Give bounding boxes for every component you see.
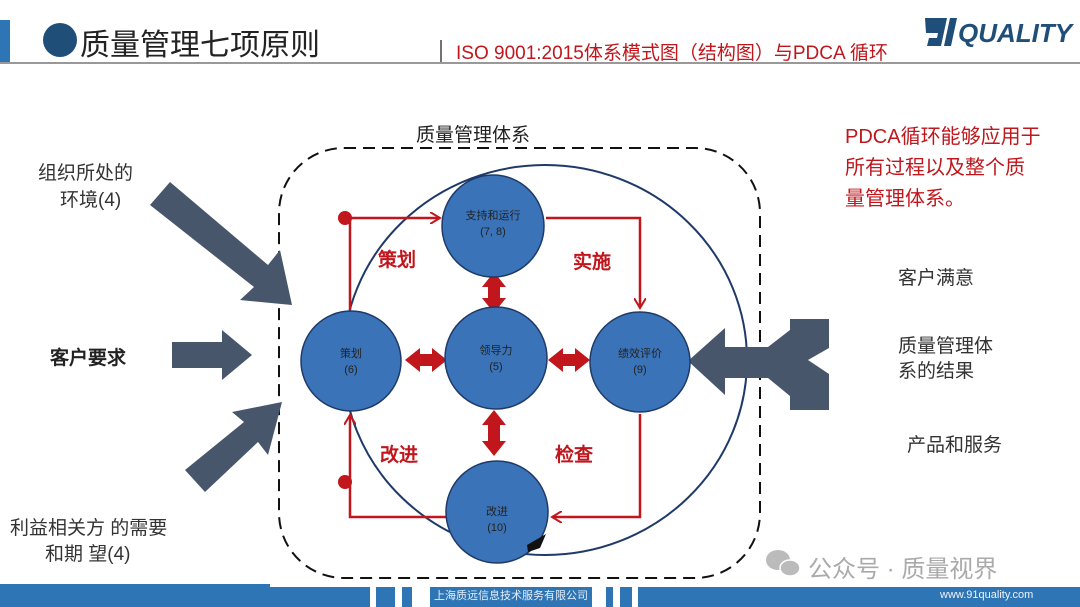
input-org-context: 组织所处的	[38, 163, 134, 184]
diagram-note_lines-0: PDCA循环能够应用于	[845, 126, 1041, 148]
watermark: 公众号 · 质量视界	[808, 556, 998, 583]
node-leadership-label: 领导力 (5)	[445, 343, 547, 375]
input-stakeholders: 利益相关方 的需要	[10, 518, 168, 539]
node-improvement-label: 改进 (10)	[446, 504, 548, 536]
pdca-check-label: 检查	[555, 445, 594, 466]
diagram-nodes-support-name: 支持和运行	[465, 210, 521, 222]
footer-website: www.91quality.com	[940, 589, 1034, 601]
diagram-nodes-evaluation-name: 绩效评价	[618, 348, 662, 360]
output-products-services: 产品和服务	[907, 435, 1003, 456]
output-arrow	[688, 319, 829, 410]
output-qms-results-line2: 系的结果	[898, 361, 975, 382]
input-arrows	[150, 182, 292, 492]
pointer-icon	[527, 534, 546, 552]
page-title: 质量管理七项原则	[80, 29, 320, 62]
diagram-nodes-evaluation-num: (9)	[633, 364, 647, 376]
footer-company: 上海质远信息技术服务有限公司	[434, 590, 588, 602]
logo-icon	[925, 18, 957, 46]
leadership-links	[405, 272, 590, 456]
stakeholder-arrow	[185, 402, 282, 492]
output-customer-satisfaction: 客户满意	[898, 268, 975, 289]
diagram-nodes-leadership-name: 领导力	[479, 345, 513, 357]
node-leadership	[444, 306, 548, 410]
diagram-nodes-leadership-num: (5)	[489, 361, 503, 373]
header-bullet-icon	[43, 23, 77, 57]
customer-requirements-arrow	[172, 330, 252, 380]
diagram-nodes-improvement-num: (10)	[487, 522, 507, 534]
input-customer-requirements: 客户要求	[50, 348, 127, 369]
node-performance-evaluation	[589, 311, 691, 413]
diagram-nodes-improvement-name: 改进	[486, 506, 508, 518]
output-qms-results: 质量管理体	[898, 336, 994, 357]
pdca-act-label: 改进	[380, 445, 419, 466]
diagram-nodes-planning-name: 策划	[340, 348, 362, 360]
system-boundary	[278, 147, 761, 579]
logo-text: QUALITY	[958, 18, 1073, 48]
footer-bar	[0, 584, 1080, 607]
node-support-operation	[441, 174, 545, 278]
node-planning-label: 策划 (6)	[301, 346, 401, 378]
pdca-do-label: 实施	[573, 252, 612, 273]
wechat-icon	[766, 550, 801, 577]
input-stakeholders-ref: 和期 望(4)	[45, 544, 131, 565]
node-improvement	[445, 460, 549, 564]
header-accent-bar	[0, 20, 10, 62]
node-planning	[300, 310, 402, 412]
system-label: 质量管理体系	[416, 125, 531, 146]
loop-dot	[338, 475, 352, 489]
node-evaluation-label: 绩效评价 (9)	[590, 346, 690, 378]
diagram-nodes-support-num: (7, 8)	[480, 226, 506, 238]
diagram-nodes-planning-num: (6)	[344, 364, 358, 376]
pdca-note: PDCA循环能够应用于所有过程以及整个质量管理体系。	[845, 122, 1041, 215]
diagram-note_lines-1: 所有过程以及整个质	[845, 157, 1025, 179]
org-context-arrow	[150, 182, 292, 305]
input-org-context-ref: 环境(4)	[60, 190, 122, 211]
loop-dot	[338, 211, 352, 225]
diagram-note_lines-2: 量管理体系。	[845, 188, 965, 210]
pdca-plan-label: 策划	[378, 250, 417, 271]
node-support-label: 支持和运行 (7, 8)	[442, 208, 544, 240]
page-subtitle: ISO 9001:2015体系模式图（结构图）与PDCA 循环	[456, 43, 888, 64]
